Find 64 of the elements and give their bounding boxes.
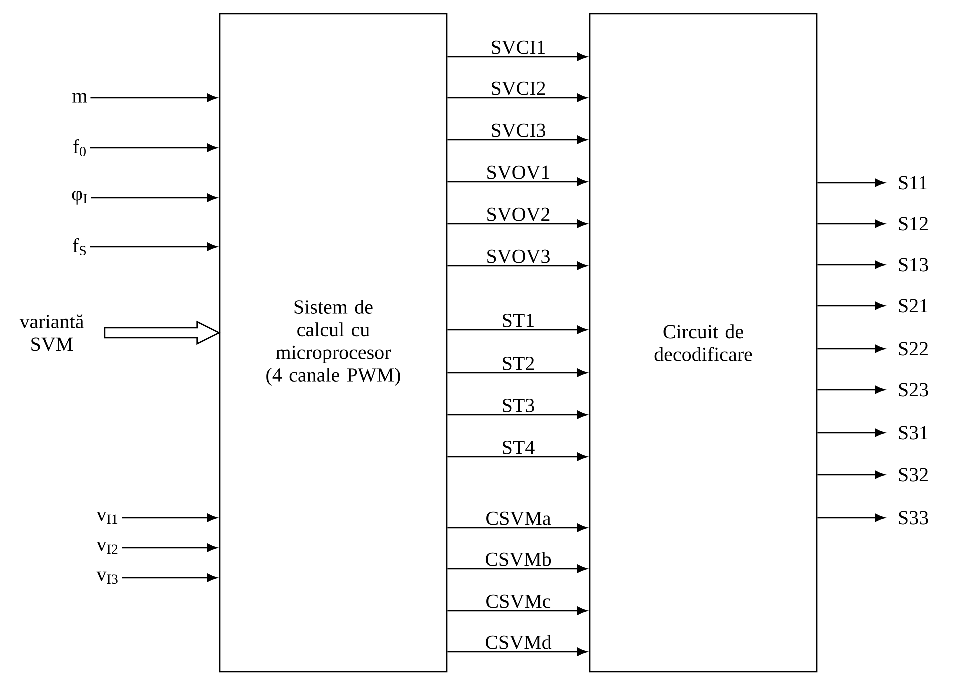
arrow <box>818 428 886 438</box>
arrow <box>448 452 588 462</box>
arrow <box>818 260 886 270</box>
signal-label: S23 <box>899 383 928 397</box>
signal-label: v$_{I1}$ <box>96 512 118 524</box>
signal-label: S12 <box>899 217 928 231</box>
signal-label: f$_{S}$ <box>73 238 86 256</box>
arrow <box>818 470 886 480</box>
arrow <box>448 52 588 62</box>
arrow <box>448 220 588 228</box>
arrow <box>448 606 588 616</box>
arrow <box>818 302 886 310</box>
signal-label: v$_{I2}$ <box>96 542 118 554</box>
arrow <box>448 410 588 420</box>
arrow <box>818 386 886 394</box>
signal-label: φ$_{I}$ <box>72 191 88 205</box>
block-box: Circuit de decodificare <box>589 13 818 673</box>
edge-label: SVCI1 <box>489 40 548 56</box>
edge-label: ST2 <box>500 356 537 372</box>
arrow <box>818 178 886 188</box>
edge-label: ST1 <box>500 312 537 329</box>
signal-label: S11 <box>899 176 928 190</box>
edge-label: CSVMd <box>484 634 554 651</box>
arrow <box>448 564 588 574</box>
signal-label: S31 <box>899 426 928 440</box>
edge-label: ST4 <box>500 440 537 456</box>
signal-label: S22 <box>899 342 928 356</box>
arrow <box>448 326 588 334</box>
edge-label: SVOV1 <box>484 164 552 181</box>
signal-label: f$_{0}$ <box>73 139 86 157</box>
arrow <box>818 514 886 522</box>
edge-label: CSVMc <box>484 594 553 610</box>
arrow <box>91 194 218 202</box>
signal-label: S33 <box>899 511 928 525</box>
edge-label: ST3 <box>500 398 537 414</box>
signal-label: S13 <box>899 258 928 272</box>
arrow <box>448 648 588 656</box>
arrow <box>448 262 588 270</box>
arrow <box>122 574 218 582</box>
edge-label: SVOV3 <box>484 248 552 265</box>
arrow <box>448 178 588 186</box>
signal-label: v$_{I3}$ <box>96 572 118 584</box>
signal-label: S32 <box>899 468 928 482</box>
signal-label: m <box>72 93 88 103</box>
arrow <box>104 320 221 346</box>
block-box: Sistem de calcul cu microprocesor (4 canale PWM) <box>219 13 448 673</box>
arrow <box>122 544 218 552</box>
edge-label: SVCI3 <box>489 122 548 139</box>
arrow <box>818 344 886 354</box>
signal-label: S21 <box>899 299 928 313</box>
arrow <box>818 220 886 228</box>
arrow <box>90 144 218 152</box>
edge-label: CSVMb <box>484 550 554 568</box>
arrow <box>122 514 218 522</box>
signal-label: variantă SVM <box>20 314 84 352</box>
arrow <box>448 368 588 378</box>
edge-label: SVOV2 <box>484 206 552 223</box>
edge-label: SVCI2 <box>489 80 548 97</box>
edge-label: CSVMa <box>484 510 553 527</box>
arrow <box>90 94 218 102</box>
arrow <box>90 242 218 252</box>
arrow <box>448 94 588 102</box>
arrow <box>448 524 588 532</box>
arrow <box>448 136 588 144</box>
